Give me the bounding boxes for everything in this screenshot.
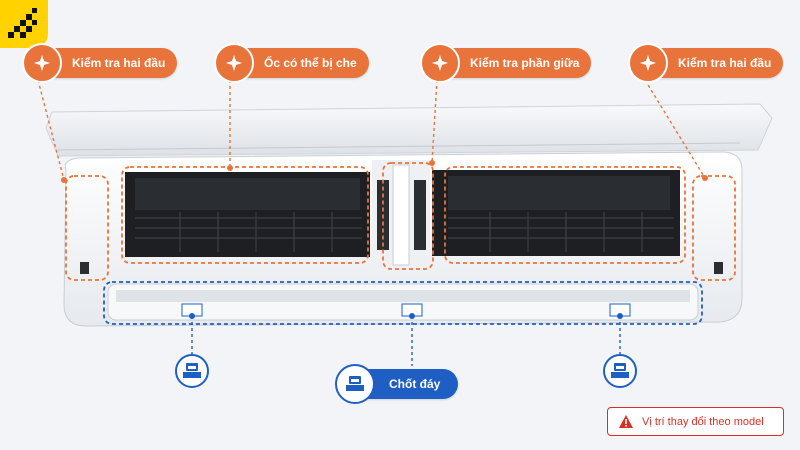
screw-cross-icon bbox=[420, 43, 460, 83]
tag-label: Ốc có thể bị che bbox=[264, 56, 357, 70]
leader-top-right bbox=[644, 79, 706, 179]
screw-cross-icon bbox=[628, 43, 668, 83]
model-warning: Vị trí thay đổi theo model bbox=[607, 407, 784, 436]
brand-logo-icon bbox=[0, 0, 48, 48]
louver bbox=[107, 283, 699, 321]
tag-bottom-clip: Chốt đáy bbox=[335, 364, 459, 404]
left-screw bbox=[80, 262, 89, 274]
left-filter bbox=[125, 172, 370, 257]
leader-top-left bbox=[37, 79, 65, 181]
right-filter-highlight bbox=[444, 166, 686, 264]
center-highlight bbox=[382, 162, 434, 270]
screw-cross-icon bbox=[22, 43, 62, 83]
tag-label: Chốt đáy bbox=[389, 377, 441, 391]
tag-hidden-screw: Ốc có thể bị che bbox=[214, 43, 369, 83]
clip-icon bbox=[175, 354, 209, 388]
right-filter bbox=[432, 170, 680, 256]
leader-top-center-right bbox=[431, 79, 438, 164]
right-screw bbox=[714, 262, 723, 274]
clip-icon bbox=[603, 354, 637, 388]
warning-text: Vị trí thay đổi theo model bbox=[642, 415, 764, 428]
tag-check-ends-left: Kiểm tra hai đầu bbox=[22, 43, 178, 83]
front-panel bbox=[45, 103, 773, 157]
louver-highlight bbox=[103, 281, 703, 325]
tag-label: Kiểm tra hai đầu bbox=[678, 56, 772, 70]
tag-label: Kiểm tra hai đầu bbox=[72, 56, 166, 70]
warning-triangle-icon bbox=[619, 415, 633, 428]
tag-label: Kiểm tra phần giữa bbox=[470, 56, 580, 70]
screw-cross-icon bbox=[214, 43, 254, 83]
clip-icon bbox=[335, 364, 375, 404]
left-hidden-screw-highlight bbox=[121, 166, 369, 264]
tag-check-middle: Kiểm tra phần giữa bbox=[420, 43, 592, 83]
tag-check-ends-right: Kiểm tra hai đầu bbox=[628, 43, 784, 83]
center-divider bbox=[372, 160, 430, 270]
